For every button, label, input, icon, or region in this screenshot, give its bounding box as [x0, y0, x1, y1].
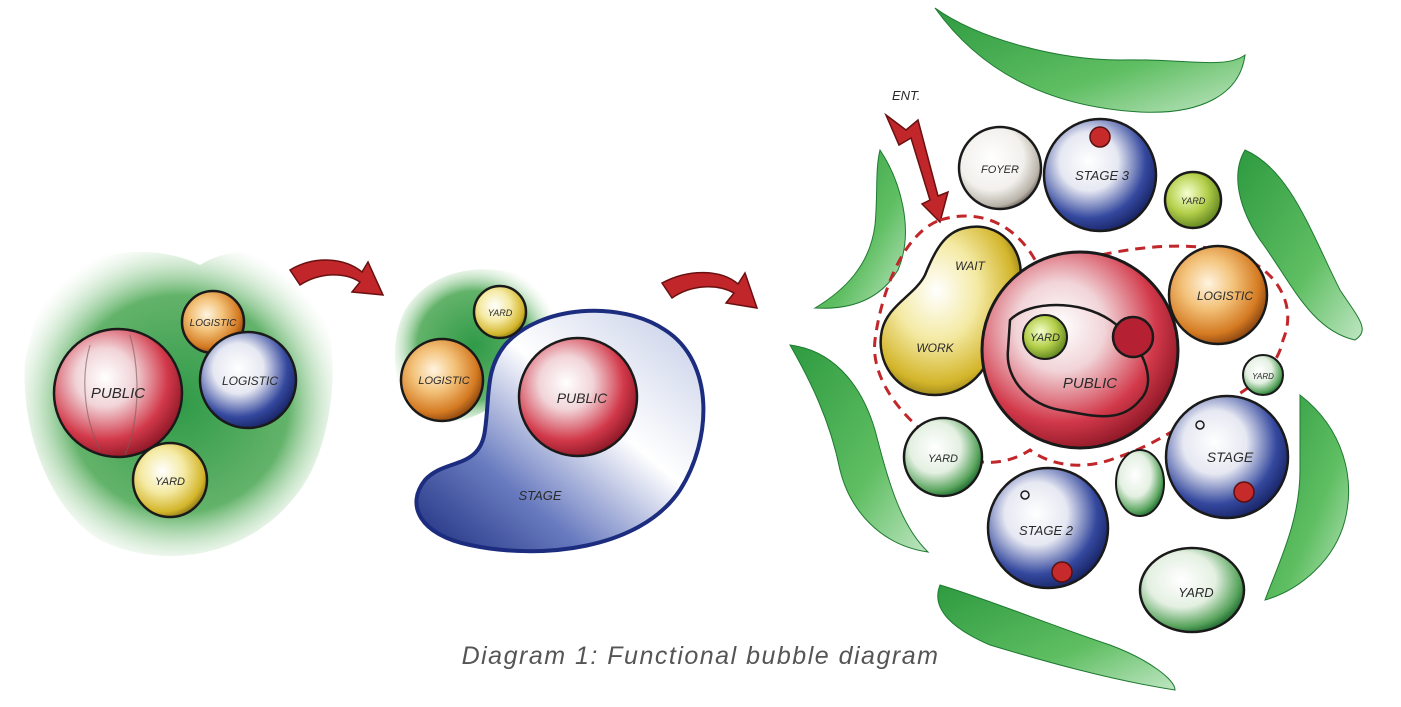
- diagram-1: LOGISTIC PUBLIC LOGISTIC YARD: [24, 252, 332, 556]
- transition-arrow-2: [662, 273, 757, 308]
- public-bubble: YARD PUBLIC: [982, 252, 1178, 448]
- public-label: PUBLIC: [557, 390, 608, 406]
- yard-left-label: YARD: [928, 453, 958, 465]
- connector-pod: [1116, 450, 1164, 516]
- stage3-label: STAGE 3: [1075, 168, 1130, 183]
- yard-top-bubble: YARD: [1165, 172, 1221, 228]
- yard-center-label: YARD: [1030, 332, 1060, 344]
- stage3-bubble: STAGE 3: [1044, 119, 1156, 231]
- public-bubble: PUBLIC: [519, 338, 637, 456]
- diagram-2: YARD LOGISTIC PUBLIC STAGE: [395, 269, 704, 551]
- work-label: WORK: [916, 341, 954, 355]
- yard-bottom-bubble: YARD: [1140, 548, 1244, 632]
- entry-label: ENT.: [892, 88, 920, 103]
- wait-label: WAIT: [955, 259, 986, 273]
- yard-top-label: YARD: [1181, 196, 1206, 206]
- public-bubble: PUBLIC: [54, 329, 182, 457]
- logistics-top-label: LOGISTIC: [190, 318, 237, 329]
- logistics-bubble-right: LOGISTIC: [200, 332, 296, 428]
- public-label: PUBLIC: [91, 385, 145, 402]
- yard-bubble: YARD: [474, 286, 526, 338]
- stage-label: STAGE: [1207, 449, 1254, 465]
- public-label: PUBLIC: [1063, 375, 1117, 392]
- yard-label: YARD: [488, 308, 513, 318]
- diagram-3: ENT. FOYER STAGE 3 YARD WAIT WORK: [790, 8, 1362, 690]
- stage-bubble: STAGE: [1166, 396, 1288, 518]
- logistics-label: LOGISTIC: [1197, 289, 1253, 303]
- yard-bubble: YARD: [133, 443, 207, 517]
- yard-label: YARD: [155, 476, 185, 488]
- stage-label: STAGE: [518, 488, 561, 503]
- foyer-label: FOYER: [981, 164, 1019, 176]
- logistics-bubble: LOGISTIC: [401, 339, 483, 421]
- yard-right-label: YARD: [1252, 372, 1274, 381]
- logistics-bubble: LOGISTIC: [1169, 246, 1267, 344]
- foyer-bubble: FOYER: [959, 127, 1041, 209]
- figure-caption: Diagram 1: Functional bubble diagram: [0, 642, 1401, 671]
- stage2-label: STAGE 2: [1019, 523, 1074, 538]
- yard-left-bubble: YARD: [904, 418, 982, 496]
- yard-right-bubble: YARD: [1243, 355, 1283, 395]
- logistics-right-label: LOGISTIC: [222, 374, 278, 388]
- logistics-label: LOGISTIC: [418, 375, 469, 387]
- yard-bottom-label: YARD: [1178, 585, 1213, 600]
- stage2-bubble: STAGE 2: [988, 468, 1108, 588]
